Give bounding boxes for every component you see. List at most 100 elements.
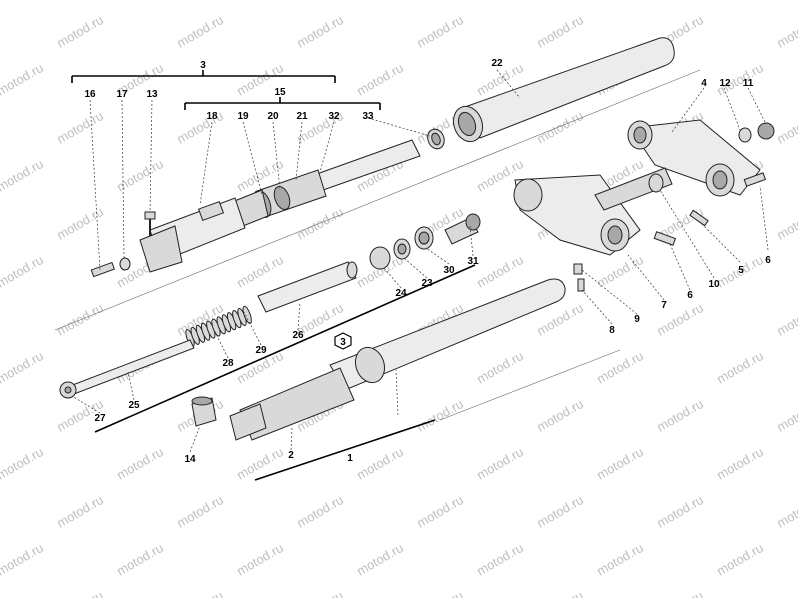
watermark-text: motod.ru [294, 492, 346, 531]
bracket-group-1 [254, 419, 436, 481]
bolt-6-upper [743, 172, 767, 187]
watermark-text: motod.ru [0, 540, 46, 579]
watermark-text: motod.ru [54, 108, 106, 147]
watermark-text: motod.ru [534, 492, 586, 531]
watermark-text: motod.ru [594, 348, 646, 387]
watermark-text: motod.ru [534, 12, 586, 51]
watermark-text: motod.ru [414, 12, 466, 51]
outer-tube [452, 37, 675, 143]
pin-9 [573, 263, 583, 275]
fork-axis-line-upper [54, 69, 701, 331]
damper-rod-25 [59, 339, 195, 399]
callout-2: 2 [288, 450, 294, 461]
callout-27: 27 [94, 413, 106, 424]
cap-11 [757, 122, 775, 140]
watermark-text: motod.ru [774, 12, 798, 51]
bolt-5 [689, 209, 709, 227]
callout-16: 16 [84, 89, 96, 100]
watermark-text: motod.ru [594, 540, 646, 579]
watermark-text: motod.ru [114, 156, 166, 195]
callout-32: 32 [328, 111, 340, 122]
sleeve-14 [191, 396, 217, 427]
watermark-text: motod.ru [114, 444, 166, 483]
watermark-text: motod.ru [54, 12, 106, 51]
fork-axis-line-lower [439, 349, 621, 421]
watermark-text: motod.ru [354, 0, 406, 3]
spring-coil [242, 305, 252, 324]
watermark-text: motod.ru [354, 60, 406, 99]
lower-triple-clamp [513, 167, 673, 256]
watermark-text: motod.ru [174, 492, 226, 531]
watermark-text: motod.ru [714, 540, 766, 579]
leader-lines [71, 69, 769, 453]
callout-18: 18 [206, 111, 218, 122]
watermark-text: motod.ru [174, 588, 226, 598]
callout-5: 5 [738, 265, 744, 276]
spring-29 [185, 305, 252, 348]
callout-23: 23 [421, 278, 433, 289]
callout-3: 3 [200, 60, 206, 71]
watermark-text: motod.ru [774, 588, 798, 598]
callout-29: 29 [255, 345, 267, 356]
callout-14: 14 [184, 454, 196, 465]
callout-4: 4 [701, 78, 707, 89]
lower-fork-leg [229, 278, 566, 441]
callout-7: 7 [661, 300, 667, 311]
watermark-text: motod.ru [774, 108, 798, 147]
inner-tube-26 [257, 261, 358, 313]
pin-8 [577, 278, 585, 292]
watermark-text: motod.ru [774, 492, 798, 531]
subassembly-marker: 3 [334, 332, 352, 350]
callout-33: 33 [362, 111, 374, 122]
bracket-group-15 [184, 97, 381, 110]
watermark-text: motod.ru [54, 492, 106, 531]
watermark-text: motod.ru [774, 204, 798, 243]
callout-19: 19 [237, 111, 249, 122]
damper-assembly-upper [139, 139, 421, 273]
callout-13: 13 [146, 89, 158, 100]
screw-16 [90, 257, 131, 278]
watermark-text: motod.ru [594, 444, 646, 483]
watermark-text: motod.ru [474, 252, 526, 291]
callout-25: 25 [128, 400, 140, 411]
callout-21: 21 [296, 111, 308, 122]
callout-12: 12 [719, 78, 731, 89]
callout-31: 31 [467, 256, 479, 267]
spacer-24 [369, 246, 391, 270]
callout-6-right: 6 [765, 255, 771, 266]
watermark-text: motod.ru [114, 0, 166, 3]
bracket-group-3 [71, 70, 336, 83]
callout-8: 8 [609, 325, 615, 336]
watermark-text: motod.ru [354, 444, 406, 483]
watermark-text: motod.ru [654, 492, 706, 531]
callout-26: 26 [292, 330, 304, 341]
watermark-text: motod.ru [594, 0, 646, 3]
watermark-text: motod.ru [0, 60, 46, 99]
watermark-text: motod.ru [234, 444, 286, 483]
callout-1: 1 [347, 453, 353, 464]
watermark-text: motod.ru [654, 588, 706, 598]
nut-10 [648, 173, 664, 193]
watermark-text: motod.ru [294, 588, 346, 598]
callout-22: 22 [491, 58, 503, 69]
callout-15: 15 [274, 87, 286, 98]
watermark-text: motod.ru [234, 252, 286, 291]
cap-bolt-31 [444, 213, 481, 245]
subassembly-marker-label: 3 [340, 337, 346, 348]
callout-24: 24 [395, 288, 407, 299]
watermark-text: motod.ru [774, 396, 798, 435]
watermark-text: motod.ru [474, 540, 526, 579]
callout-28: 28 [222, 358, 234, 369]
watermark-text: motod.ru [234, 0, 286, 3]
watermark-text: motod.ru [114, 540, 166, 579]
watermark-text: motod.ru [654, 396, 706, 435]
bracket-lower-left [94, 264, 476, 433]
washer-12 [738, 127, 752, 143]
watermark-text: motod.ru [414, 588, 466, 598]
callout-6-lower: 6 [687, 290, 693, 301]
upper-triple-clamp [627, 119, 761, 197]
callout-10: 10 [708, 279, 720, 290]
watermark-text: motod.ru [0, 252, 46, 291]
